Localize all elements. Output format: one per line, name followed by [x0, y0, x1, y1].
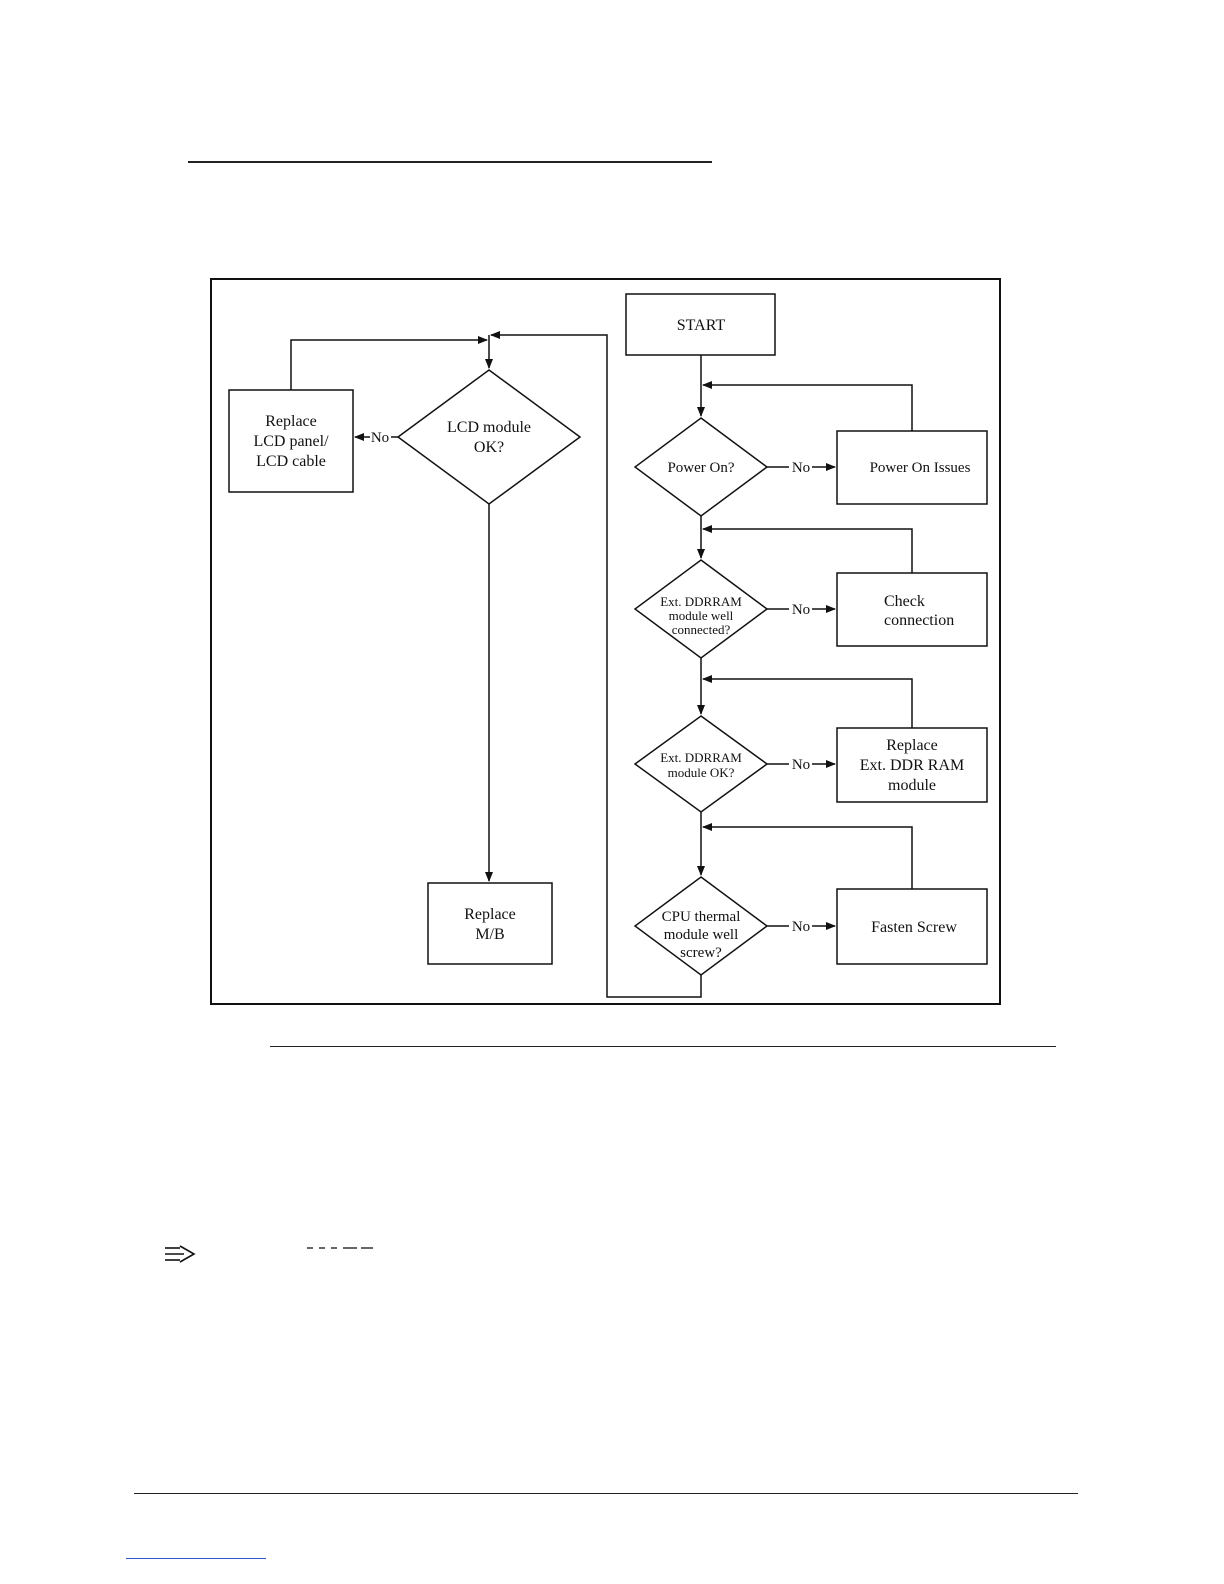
- loop-fasten-screw: [703, 827, 912, 889]
- ddr-connected-label-3: connected?: [672, 622, 731, 637]
- no-label-lcd: No: [371, 430, 389, 446]
- no-label-cpu: No: [792, 919, 810, 935]
- cpu-thermal-label-1: CPU thermal: [662, 909, 741, 925]
- start-label: START: [677, 317, 726, 334]
- no-label-ddr-ok: No: [792, 757, 810, 773]
- loop-power-issues: [703, 385, 912, 431]
- power-on-label: Power On?: [667, 460, 734, 476]
- replace-lcd-label-2: LCD panel/: [253, 433, 329, 450]
- replace-mb-box: [428, 883, 552, 964]
- replace-ddr-label-2: Ext. DDR RAM: [860, 757, 964, 774]
- cpu-thermal-label-2: module well: [664, 927, 739, 943]
- ddr-connected-label-1: Ext. DDRRAM: [660, 594, 742, 609]
- power-on-issues-label: Power On Issues: [870, 460, 971, 476]
- footer-link-underline[interactable]: [126, 1558, 266, 1559]
- check-connection-label-1: Check: [884, 593, 925, 610]
- replace-mb-label-2: M/B: [475, 926, 504, 943]
- lcd-module-label-2: OK?: [474, 439, 504, 456]
- replace-ddr-label-1: Replace: [886, 737, 938, 754]
- lcd-module-diamond: [398, 370, 580, 504]
- loop-check-connection: [703, 529, 912, 573]
- fasten-screw-label: Fasten Screw: [871, 919, 957, 936]
- cpu-thermal-label-3: screw?: [680, 945, 722, 961]
- loop-replace-ddr: [703, 679, 912, 728]
- loop-replace-lcd: [291, 340, 487, 390]
- lcd-module-label-1: LCD module: [447, 419, 531, 436]
- replace-mb-label-1: Replace: [464, 906, 516, 923]
- footer-divider: [134, 1493, 1078, 1494]
- caption-divider: [270, 1046, 1056, 1047]
- note-arrow-icon: [164, 1243, 196, 1265]
- note-heading-dashes: [307, 1246, 373, 1250]
- replace-ddr-label-3: module: [888, 777, 936, 794]
- replace-lcd-label-3: LCD cable: [256, 453, 326, 470]
- no-label-ddr-connected: No: [792, 602, 810, 618]
- ddr-connected-label-2: module well: [669, 608, 734, 623]
- ddr-ok-label-1: Ext. DDRRAM: [660, 750, 742, 765]
- no-label-power: No: [792, 460, 810, 476]
- ddr-ok-label-2: module OK?: [668, 765, 735, 780]
- replace-lcd-label-1: Replace: [265, 413, 317, 430]
- check-connection-label-2: connection: [884, 612, 954, 629]
